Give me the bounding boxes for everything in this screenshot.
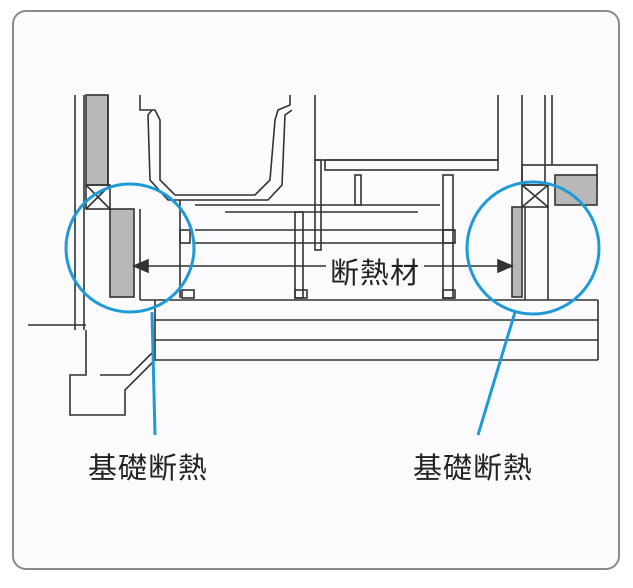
left-wall-insulation — [85, 94, 109, 186]
foundation-insulation-label-right: 基礎断熱 — [413, 451, 534, 485]
left-leader-line — [150, 311, 157, 436]
right-foundation-insulation — [511, 206, 523, 298]
right-leader-line — [476, 311, 517, 436]
highlight-callouts — [64, 180, 601, 436]
right-highlight-circle — [465, 180, 601, 316]
left-highlight-circle — [64, 182, 196, 314]
foundation-insulation-label-left: 基礎断熱 — [88, 451, 209, 485]
left-foundation-insulation — [109, 208, 135, 298]
insulation-label: 断熱材 — [326, 250, 425, 292]
insulation-span-arrow — [131, 258, 515, 274]
